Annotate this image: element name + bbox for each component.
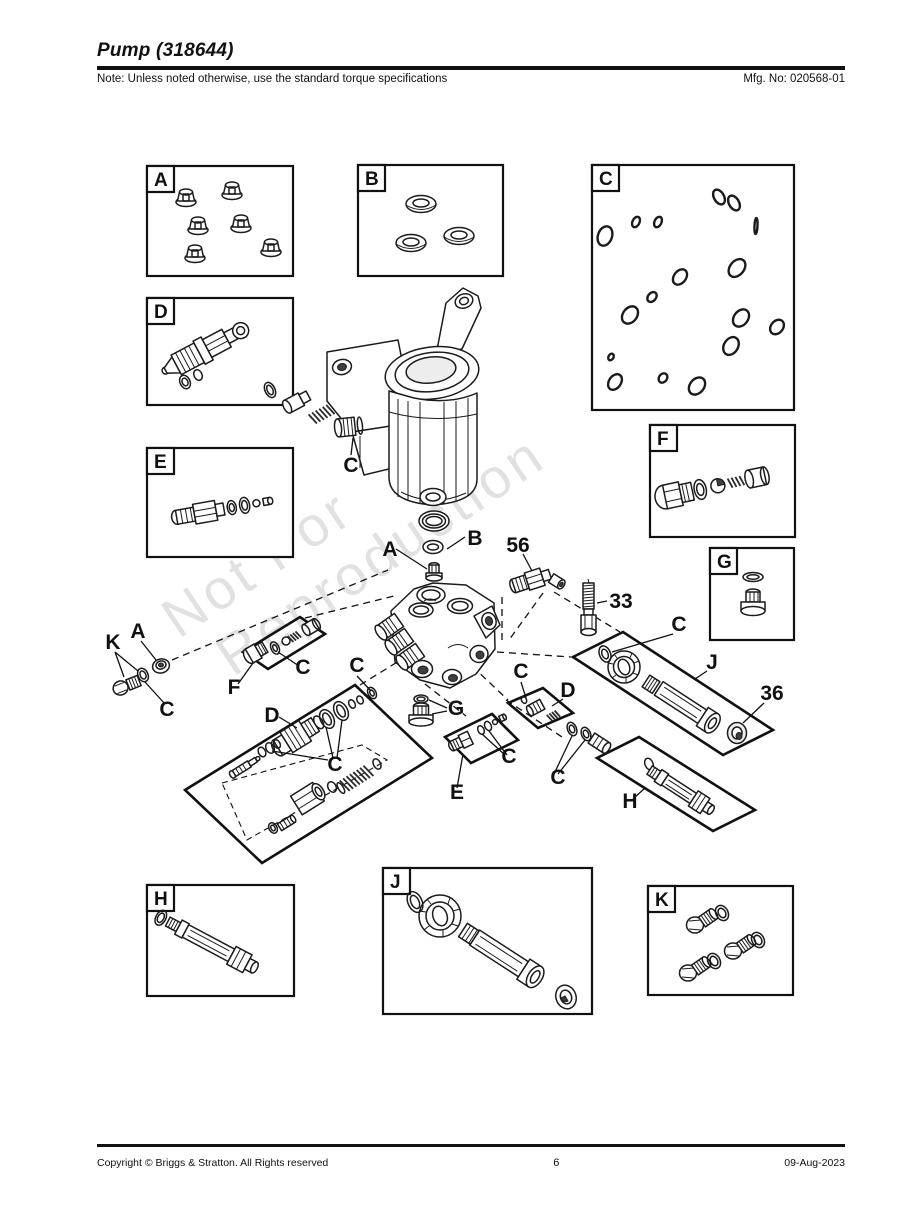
page-number: 6 (553, 1157, 560, 1169)
callout-k: K (105, 631, 120, 654)
callout-a-valve: A (382, 538, 397, 561)
leader-lines (114, 437, 765, 800)
callout-36: 36 (760, 682, 783, 705)
panel-c: C (590, 163, 796, 412)
page-header: Pump (318644) Note: Unless noted otherwi… (97, 40, 845, 85)
kit-h (566, 721, 758, 833)
footer-rule (97, 1144, 845, 1147)
part-plug-g (408, 694, 434, 727)
callout-c-h: C (550, 766, 565, 789)
check-valve-parts (654, 466, 770, 510)
pump-manifold (374, 582, 501, 689)
kit-d-large (182, 683, 435, 865)
panel-b: B (356, 163, 505, 278)
callout-f: F (228, 676, 241, 699)
mfg-number: Mfg. No: 020568-01 (743, 73, 845, 85)
pump-housing (326, 287, 482, 582)
panel-a: A (145, 164, 295, 278)
callout-g: G (448, 697, 464, 720)
outlet-tube-parts (406, 890, 578, 1010)
svg-text:D: D (154, 302, 168, 323)
callout-56: 56 (506, 534, 529, 557)
svg-text:B: B (365, 169, 379, 190)
panel-h: H (145, 883, 296, 998)
callout-c-left: C (159, 698, 174, 721)
housing-drain-plug (333, 416, 364, 438)
copyright-text: Copyright © Briggs & Stratton. All Right… (97, 1157, 329, 1169)
callout-33: 33 (609, 590, 632, 613)
panel-e: E (145, 446, 295, 559)
plug-parts (740, 571, 766, 617)
panel-d: D (145, 296, 336, 425)
svg-text:G: G (717, 552, 732, 573)
callout-e: E (450, 781, 464, 804)
plug-oring-parts (678, 904, 766, 982)
panel-f: F (648, 423, 797, 539)
svg-text:E: E (154, 452, 167, 473)
page-title: Pump (318644) (97, 40, 234, 61)
seal-parts (395, 194, 475, 253)
valve-parts (161, 321, 336, 425)
footer-date: 09-Aug-2023 (784, 1157, 845, 1169)
kit-d-small (505, 686, 576, 730)
callout-d-small: D (560, 679, 575, 702)
svg-text:C: C (599, 169, 613, 190)
callout-c-f: C (295, 656, 310, 679)
callout-b-seal: B (467, 527, 482, 550)
oring-parts (596, 188, 786, 396)
left-parts-group (112, 658, 171, 696)
svg-text:F: F (657, 429, 669, 450)
kit-j (570, 630, 776, 757)
svg-text:H: H (154, 889, 168, 910)
part-bolt-33 (580, 578, 597, 637)
tube-parts (154, 909, 259, 974)
svg-text:A: A (154, 170, 168, 191)
page-footer: Copyright © Briggs & Stratton. All Right… (97, 1144, 845, 1169)
callout-labels: C A B 56 33 C J 36 K A C F C D C C G C D… (105, 454, 783, 813)
torque-note: Note: Unless noted otherwise, use the st… (97, 73, 448, 85)
cap-parts (175, 181, 282, 264)
callout-c-housing: C (343, 454, 358, 477)
bearing-seals (418, 487, 450, 555)
valve-cap-a (425, 562, 443, 582)
header-rule (97, 66, 845, 70)
callout-d-large: D (264, 704, 279, 727)
panel-g: G (708, 546, 796, 642)
callout-c-dsmall: C (513, 660, 528, 683)
panel-j: J (381, 866, 594, 1016)
panel-k: K (646, 884, 795, 997)
callout-c-dtop: C (349, 654, 364, 677)
fitting-parts (170, 496, 274, 525)
svg-text:K: K (655, 890, 669, 911)
callout-c-e: C (501, 745, 516, 768)
part-valve-56 (509, 567, 566, 594)
callout-c-j: C (671, 613, 686, 636)
callout-h: H (622, 790, 637, 813)
kit-f (240, 615, 328, 671)
callout-c-dlarge: C (327, 753, 342, 776)
callout-j: J (706, 651, 718, 674)
svg-text:J: J (390, 872, 401, 893)
callout-a-left: A (130, 620, 145, 643)
